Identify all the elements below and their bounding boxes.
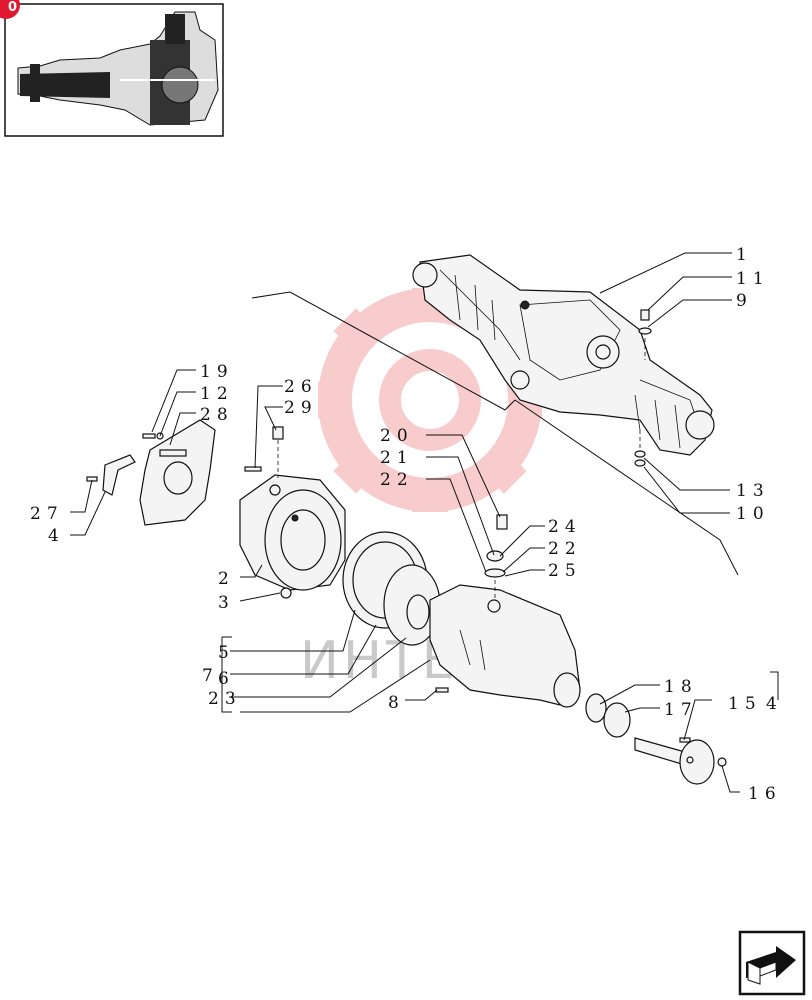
stud-26 [244, 426, 284, 478]
nut-16 [717, 757, 727, 767]
callout-17: 17 [664, 700, 698, 720]
callout-23: 23 [208, 689, 242, 709]
callout-5: 5 [218, 643, 235, 663]
callout-numbers: 1 11 9 13 10 19 12 28 27 4 26 29 20 21 2… [30, 245, 783, 804]
callout-29: 29 [284, 398, 318, 418]
callout-24: 24 [548, 517, 582, 537]
axle-housing-assembly [412, 254, 715, 456]
callout-4: 4 [48, 526, 65, 546]
callout-13: 13 [736, 481, 770, 501]
callout-16: 16 [748, 784, 782, 804]
callout-19: 19 [200, 362, 234, 382]
hub-carrier-housing [429, 584, 581, 708]
callout-9: 9 [736, 291, 753, 311]
reference-line-upper [251, 291, 516, 411]
bolt-11 [638, 309, 652, 360]
bracket-27 [86, 454, 136, 496]
callout-25: 25 [548, 561, 582, 581]
callout-14: 4 [766, 694, 783, 714]
callout-15: 15 [728, 694, 762, 714]
breather-valve-20 [484, 514, 508, 600]
callout-3: 3 [218, 593, 235, 613]
page-badge[interactable]: 0 [0, 0, 20, 19]
callout-1: 1 [736, 245, 753, 265]
callout-28: 28 [200, 405, 234, 425]
bolt-8 [435, 687, 449, 693]
bearing-17 [603, 702, 631, 738]
bearing-6 [406, 594, 430, 630]
axle-shaft-15 [634, 737, 715, 785]
callout-11: 11 [736, 269, 770, 289]
callout-12: 12 [200, 384, 234, 404]
callout-7: 7 [202, 666, 219, 686]
callout-2: 2 [218, 569, 235, 589]
thumbnail-view [4, 3, 224, 137]
next-page-button[interactable] [738, 930, 806, 996]
callout-10: 10 [736, 504, 770, 524]
callout-8: 8 [388, 693, 405, 713]
callout-26: 26 [284, 377, 318, 397]
reference-line-lower [514, 399, 739, 576]
callout-22b: 22 [548, 539, 582, 559]
callout-18: 18 [664, 677, 698, 697]
bearing-18 [585, 693, 607, 723]
wheel-housing-2 [239, 474, 346, 591]
next-page-arrow-icon [746, 946, 796, 985]
callout-27: 27 [30, 504, 64, 524]
plug-3 [280, 587, 292, 599]
brake-cover-plate [139, 419, 216, 526]
callout-22a: 22 [380, 470, 414, 490]
callout-20: 20 [380, 426, 414, 446]
nut-13 [634, 430, 646, 467]
page-badge-label: 0 [8, 0, 17, 15]
callout-21: 21 [380, 448, 414, 468]
leader-lines [70, 252, 779, 793]
callout-6: 6 [218, 669, 235, 689]
